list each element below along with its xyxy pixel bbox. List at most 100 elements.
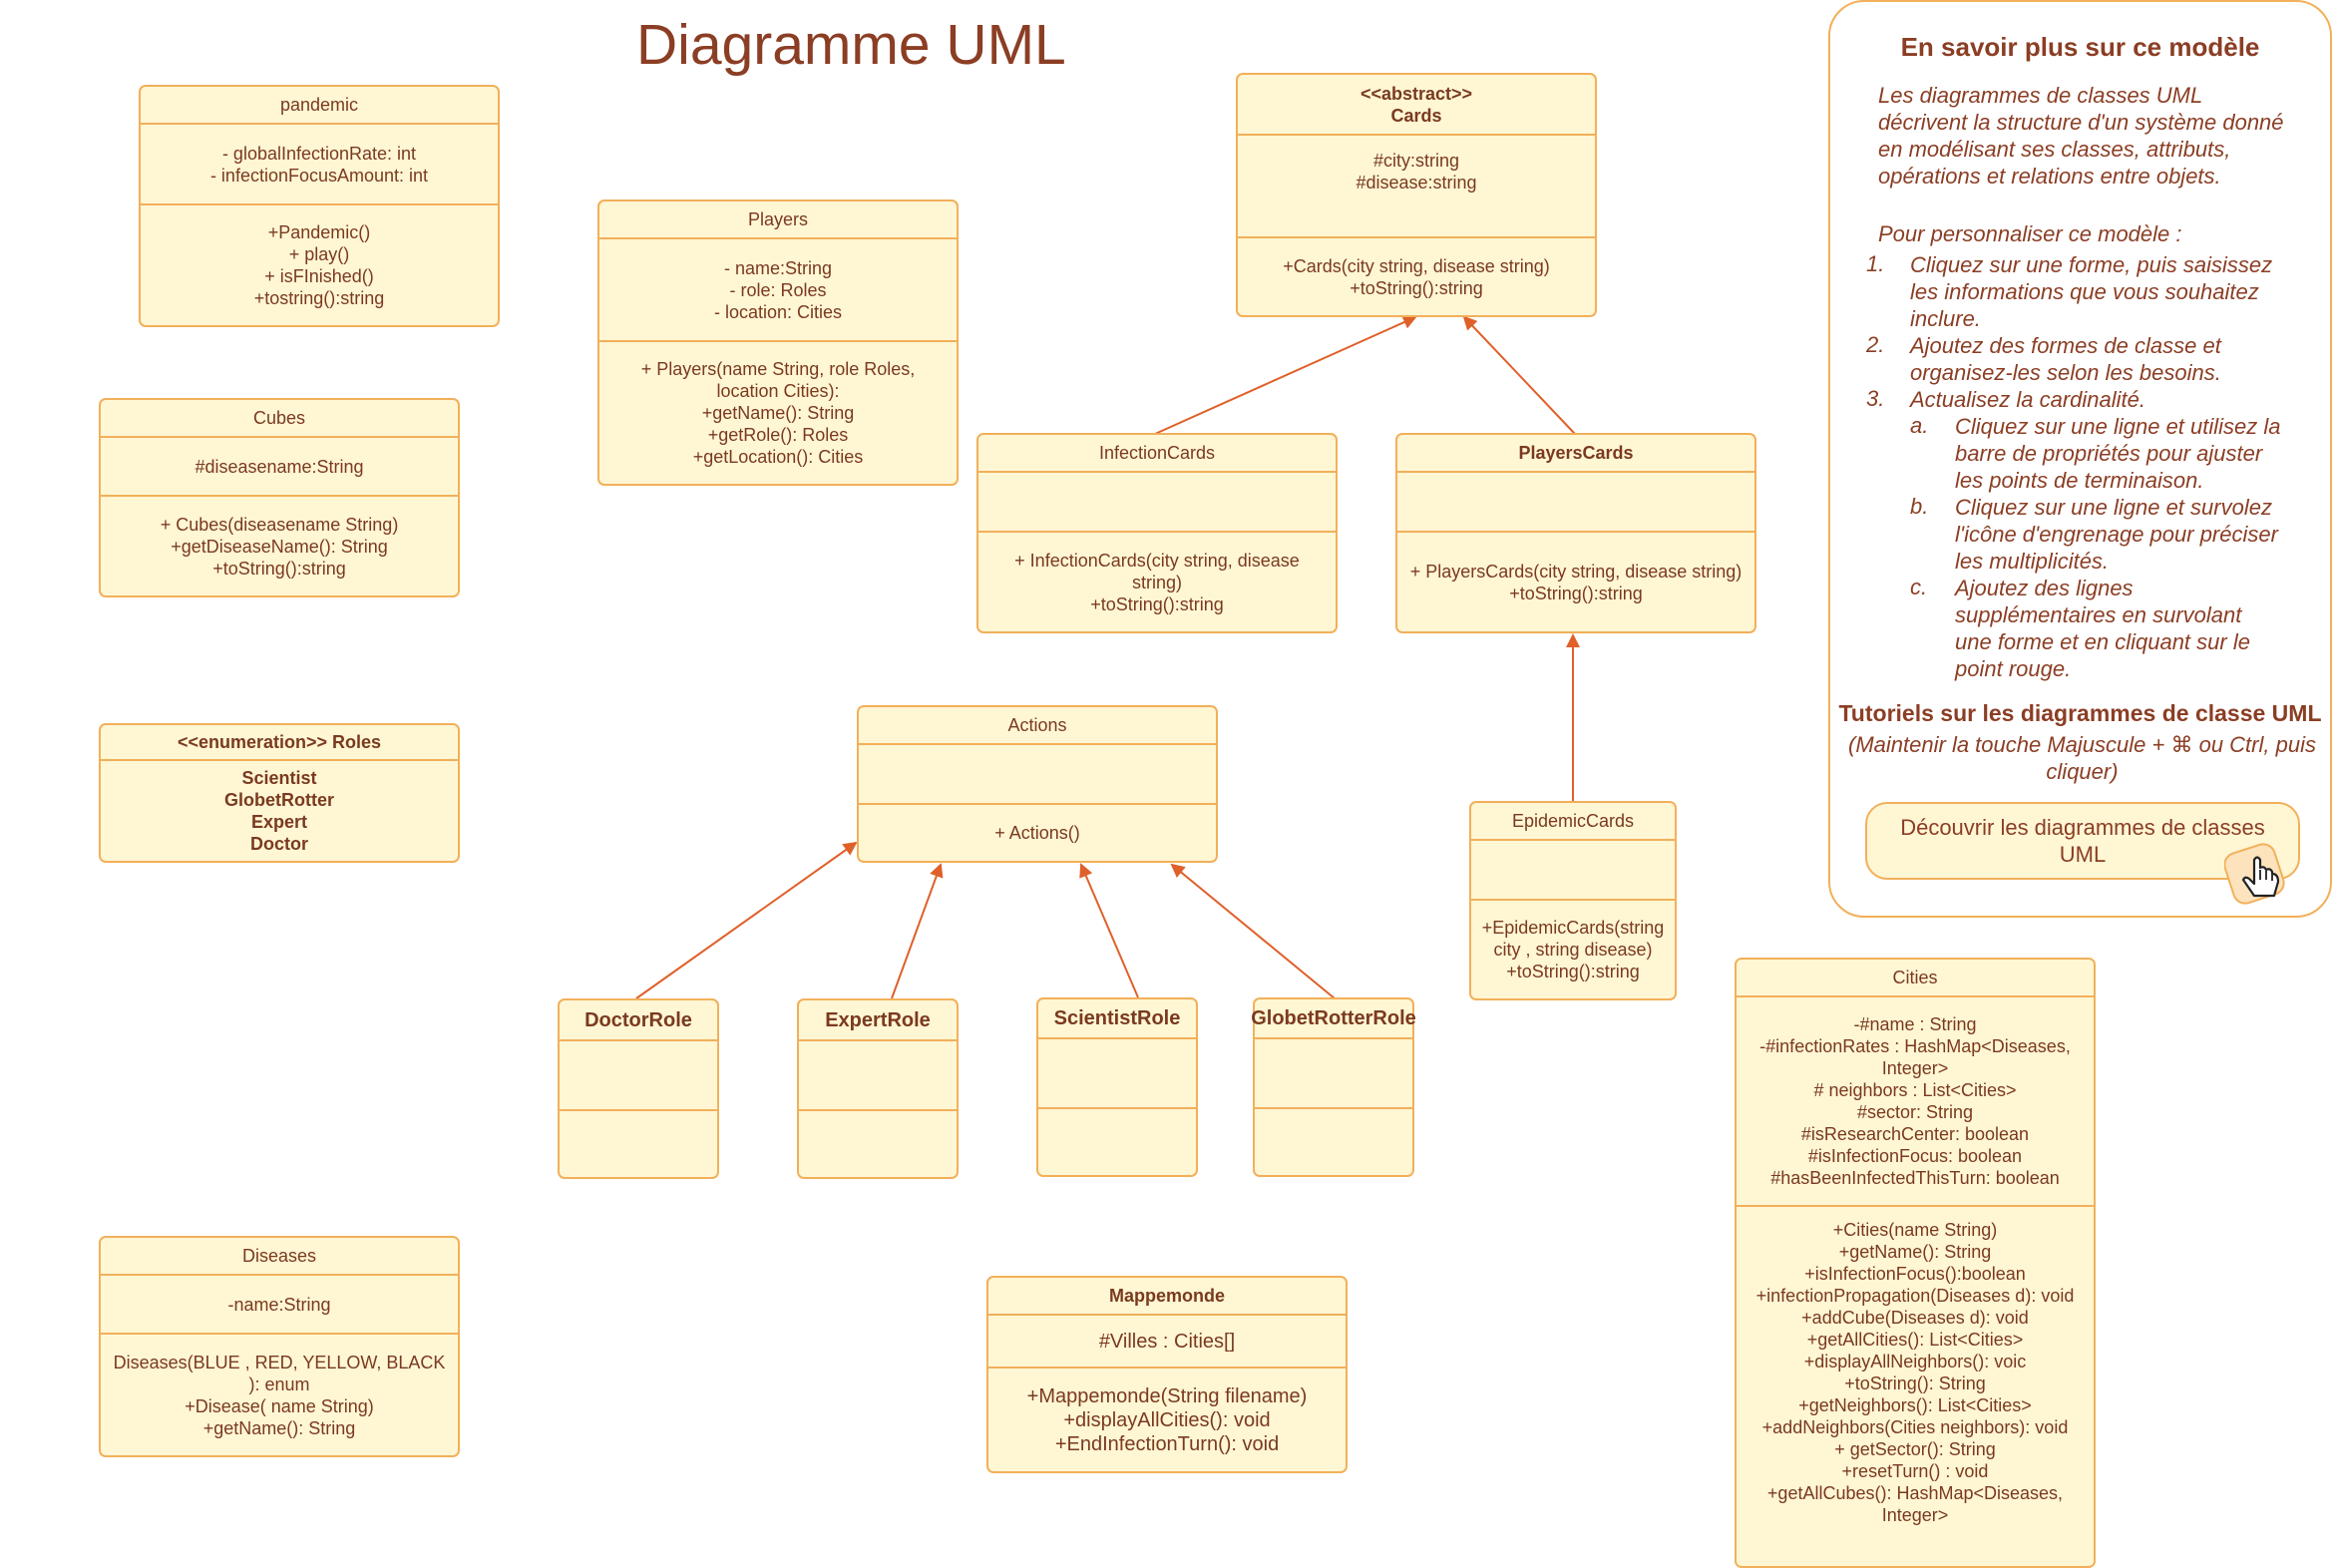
attribute: #disease:string xyxy=(1356,173,1477,193)
method: +displayAllCities(): void xyxy=(1063,1408,1271,1431)
method: +EndInfectionTurn(): void xyxy=(1054,1432,1280,1455)
class-pandemic[interactable]: pandemic - globalInfectionRate: int - in… xyxy=(139,85,500,327)
method: +infectionPropagation(Diseases d): void xyxy=(1755,1286,2075,1306)
attribute: - location: Cities xyxy=(713,301,843,322)
attribute: - globalInfectionRate: int xyxy=(221,143,417,164)
method: Diseases(BLUE , RED, YELLOW, BLACK xyxy=(113,1352,446,1372)
class-name: InfectionCards xyxy=(1098,443,1216,463)
customize-intro: Pour personnaliser ce modèle : xyxy=(1878,221,2182,246)
substep-line: l'icône d'engrenage pour préciser xyxy=(1955,522,2278,547)
connector-scientistrole-to-actions[interactable] xyxy=(1079,863,1139,998)
method: +getName(): String xyxy=(1838,1242,1992,1262)
tutorials-title: Tutoriels sur les diagrammes de classe U… xyxy=(1838,700,2322,726)
class-players-cards[interactable]: PlayersCards + PlayersCards(city string,… xyxy=(1395,433,1756,633)
class-name: Mappemonde xyxy=(1108,1286,1225,1306)
attribute: - infectionFocusAmount: int xyxy=(209,165,429,186)
connector-playerscards-to-cards[interactable] xyxy=(1462,315,1576,435)
method: ): enum xyxy=(248,1373,310,1394)
method: +toString():string xyxy=(1350,277,1483,298)
method: +toString():string xyxy=(212,558,346,579)
hand-pointer-icon[interactable] xyxy=(2223,840,2294,910)
page-title: Diagramme UML xyxy=(636,13,1066,77)
class-players[interactable]: Players - name:String - role: Roles - lo… xyxy=(597,199,959,486)
step-line: organisez-les selon les besoins. xyxy=(1910,360,2221,385)
method: +toString():string xyxy=(1509,583,1643,603)
class-mappemonde[interactable]: Mappemonde #Villes : Cities[] +Mappemond… xyxy=(986,1276,1348,1473)
method: +getLocation(): Cities xyxy=(692,447,864,467)
attribute: #isInfectionFocus: boolean xyxy=(1807,1146,2023,1166)
substep-line: Cliquez sur une ligne et utilisez la xyxy=(1955,414,2281,439)
method: +getAllCities(): List<Cities> xyxy=(1806,1330,2024,1350)
step-number: 1. xyxy=(1866,251,1885,276)
class-name: ScientistRole xyxy=(1053,1007,1181,1029)
class-epidemic-cards[interactable]: EpidemicCards +EpidemicCards(string city… xyxy=(1469,801,1677,1000)
class-cards[interactable]: <<abstract>> Cards #city:string #disease… xyxy=(1236,73,1597,317)
attribute: #city:string xyxy=(1372,151,1460,171)
method: +resetTurn() : void xyxy=(1841,1461,1989,1481)
method: +EpidemicCards(string xyxy=(1481,918,1665,938)
enum-value: GlobetRotter xyxy=(224,790,334,810)
class-expert-role[interactable]: ExpertRole xyxy=(797,998,959,1179)
class-name: EpidemicCards xyxy=(1511,811,1635,831)
method: +toString(): String xyxy=(1844,1373,1986,1393)
class-infection-cards[interactable]: InfectionCards + InfectionCards(city str… xyxy=(976,433,1338,633)
substep-letter: a. xyxy=(1910,413,1929,438)
method: + getSector(): String xyxy=(1834,1439,1996,1459)
class-cities[interactable]: Cities -#name : String -#infectionRates … xyxy=(1735,958,2096,1568)
tutorials-hint: (Maintenir la touche Majuscule + ⌘ ou Ct… xyxy=(1840,731,2324,785)
connector-globetrotterrole-to-actions[interactable] xyxy=(1170,863,1336,999)
class-cubes[interactable]: Cubes #diseasename:String + Cubes(diseas… xyxy=(99,398,460,597)
substep-letter: c. xyxy=(1910,575,1928,599)
class-diseases[interactable]: Diseases -name:String Diseases(BLUE , RE… xyxy=(99,1236,460,1457)
substep-line: barre de propriétés pour ajuster xyxy=(1955,441,2263,466)
class-actions[interactable]: Actions + Actions() xyxy=(857,705,1218,863)
connector-infectioncards-to-cards[interactable] xyxy=(1154,315,1417,435)
info-description-line: en modélisant ses classes, attributs, xyxy=(1878,137,2231,162)
method: Integer> xyxy=(1881,1505,1949,1525)
substep-text: Ajoutez des lignes supplémentaires en su… xyxy=(1955,575,2324,682)
method: + Cubes(diseasename String) xyxy=(160,514,399,535)
substep-line: une forme et en cliquant sur le xyxy=(1955,629,2250,654)
method: +getName(): String xyxy=(701,403,855,423)
enum-value: Doctor xyxy=(250,834,308,854)
method: + Actions() xyxy=(994,823,1080,843)
method: +addCube(Diseases d): void xyxy=(1801,1308,2029,1328)
substep-line: Cliquez sur une ligne et survolez xyxy=(1955,495,2272,520)
connector-doctorrole-to-actions[interactable] xyxy=(635,841,858,999)
step-text: Ajoutez des formes de classe et organise… xyxy=(1910,332,2319,386)
substep-line: Ajoutez des lignes xyxy=(1955,576,2134,600)
tutorials-hint-line: (Maintenir la touche Majuscule + ⌘ ou Ct… xyxy=(1848,732,2316,757)
method: +Mappemonde(String filename) xyxy=(1026,1384,1308,1407)
step-text: Actualisez la cardinalité. xyxy=(1910,386,2319,413)
enum-value: Expert xyxy=(250,812,308,832)
class-doctor-role[interactable]: DoctorRole xyxy=(558,998,719,1179)
attribute: - role: Roles xyxy=(729,279,827,300)
method: + PlayersCards(city string, disease stri… xyxy=(1409,561,1743,582)
class-stereotype: <<abstract>> xyxy=(1360,83,1473,104)
class-name: DoctorRole xyxy=(584,1008,692,1031)
method: +getAllCubes(): HashMap<Diseases, xyxy=(1766,1483,2064,1503)
enum-value: Scientist xyxy=(241,768,317,788)
substep-text: Cliquez sur une ligne et utilisez la bar… xyxy=(1955,413,2324,494)
substep-line: les points de terminaison. xyxy=(1955,468,2204,493)
substep-line: les multiplicités. xyxy=(1955,549,2110,574)
method: +getNeighbors(): List<Cities> xyxy=(1798,1395,2032,1415)
attribute: # neighbors : List<Cities> xyxy=(1813,1080,2017,1100)
class-name: Diseases xyxy=(241,1246,317,1266)
substep-line: point rouge. xyxy=(1955,656,2072,681)
info-description: Les diagrammes de classes UML décrivent … xyxy=(1878,82,2307,190)
discover-button-line: UML xyxy=(2059,842,2107,867)
method: +Cards(city string, disease string) xyxy=(1283,255,1550,276)
class-scientist-role[interactable]: ScientistRole xyxy=(1036,997,1198,1177)
method: +getRole(): Roles xyxy=(707,425,849,445)
class-name: GlobetRotterRole xyxy=(1251,1007,1416,1029)
method: +isInfectionFocus():boolean xyxy=(1804,1264,2026,1284)
connector-expertrole-to-actions[interactable] xyxy=(891,863,944,999)
info-description-line: opérations et relations entre objets. xyxy=(1878,164,2221,189)
class-name: <<enumeration>> Roles xyxy=(177,732,382,752)
attribute: #sector: String xyxy=(1856,1102,1974,1122)
enum-roles[interactable]: <<enumeration>> Roles Scientist GlobetRo… xyxy=(99,723,460,863)
class-globetrotter-role[interactable]: GlobetRotterRole xyxy=(1251,997,1416,1177)
method: city , string disease) xyxy=(1493,940,1653,960)
